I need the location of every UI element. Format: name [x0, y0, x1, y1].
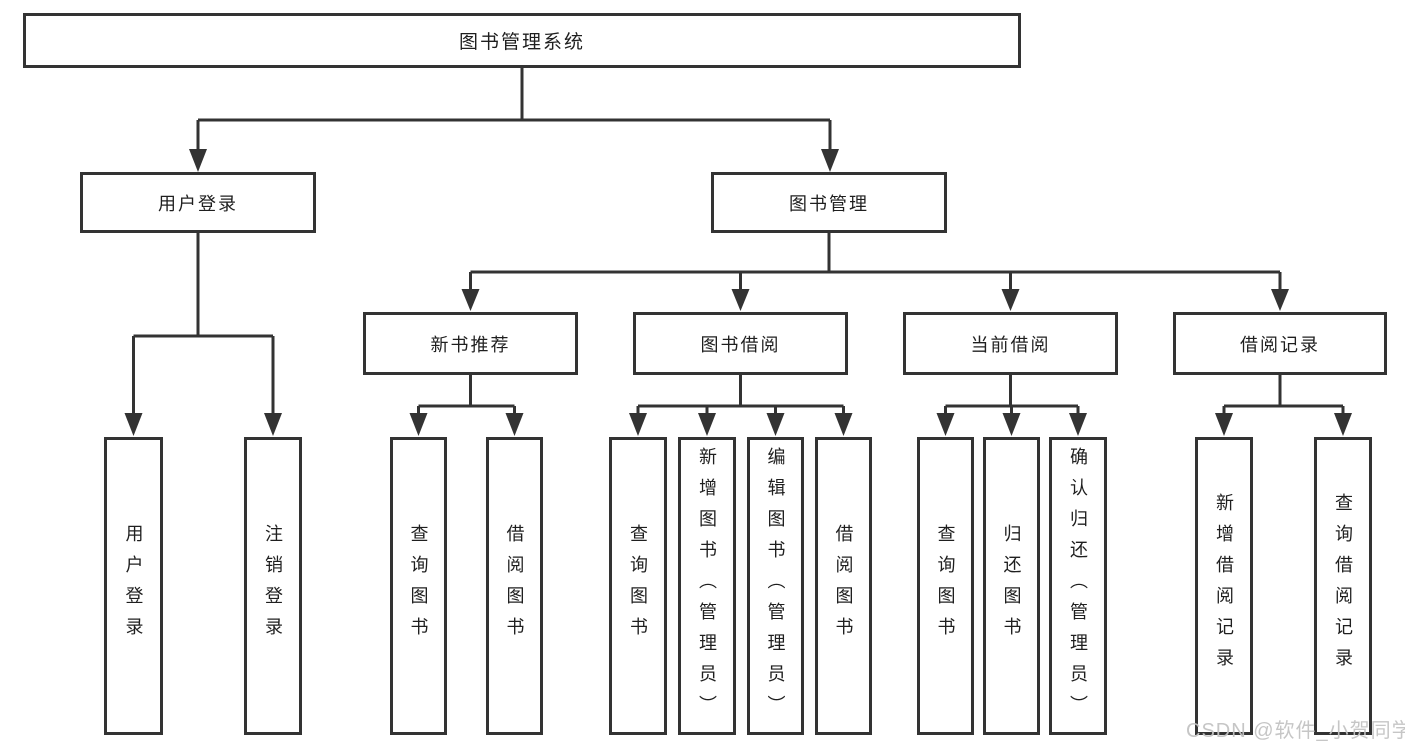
- node-new-book-recommend: 新书推荐: [363, 312, 578, 375]
- leaf-borrow-borrow-book: 借阅图书: [815, 437, 872, 735]
- node-current-borrow-label: 当前借阅: [970, 334, 1051, 355]
- leaf-newbook-query-book: 查询图书: [390, 437, 447, 735]
- leaf-add-book-admin: 新增图书（管理员）: [678, 437, 736, 735]
- leaf-logout-label: 注销登录: [263, 524, 283, 648]
- node-book-management-label: 图书管理: [789, 193, 869, 214]
- connector-bookborrow-to-leaves: [636, 375, 845, 416]
- node-root-label: 图书管理系统: [458, 32, 585, 53]
- connector-userlogin-to-leaves: [132, 233, 275, 416]
- connector-newbook-to-leaves: [417, 375, 516, 416]
- leaf-newbook-query-book-label: 查询图书: [408, 524, 429, 648]
- leaf-query-borrow-record: 查询借阅记录: [1314, 437, 1372, 735]
- node-root-system: 图书管理系统: [23, 13, 1021, 68]
- node-borrow-record: 借阅记录: [1173, 312, 1387, 375]
- leaf-borrow-query-book: 查询图书: [609, 437, 667, 735]
- leaf-borrow-query-book-label: 查询图书: [628, 524, 648, 648]
- leaf-add-borrow-record-label: 新增借阅记录: [1214, 493, 1234, 679]
- leaf-user-login-label: 用户登录: [123, 524, 144, 648]
- arrowheads: [124, 149, 1352, 436]
- leaf-return-book: 归还图书: [983, 437, 1040, 735]
- leaf-add-borrow-record: 新增借阅记录: [1195, 437, 1253, 735]
- connector-currentborrow-to-leaves: [944, 375, 1080, 416]
- node-book-borrow: 图书借阅: [633, 312, 848, 375]
- leaf-confirm-return-admin: 确认归还（管理员）: [1049, 437, 1107, 735]
- leaf-logout: 注销登录: [244, 437, 302, 735]
- leaf-newbook-borrow-book: 借阅图书: [486, 437, 543, 735]
- leaf-edit-book-admin-label: 编辑图书（管理员）: [765, 446, 786, 726]
- leaf-user-login: 用户登录: [104, 437, 163, 735]
- leaf-current-query-book: 查询图书: [917, 437, 974, 735]
- connector-borrowrecord-to-leaves: [1222, 375, 1345, 416]
- leaf-confirm-return-admin-label: 确认归还（管理员）: [1068, 446, 1088, 726]
- node-new-book-recommend-label: 新书推荐: [430, 334, 511, 355]
- leaf-return-book-label: 归还图书: [1001, 524, 1022, 648]
- node-book-borrow-label: 图书借阅: [700, 334, 781, 355]
- node-user-login: 用户登录: [80, 172, 316, 233]
- connector-root-to-level2: [196, 68, 832, 151]
- leaf-current-query-book-label: 查询图书: [935, 524, 956, 648]
- csdn-watermark: CSDN @软件_小贺同学: [1186, 720, 1405, 742]
- connector-bookmgmt-to-level3: [469, 233, 1282, 291]
- leaf-add-book-admin-label: 新增图书（管理员）: [697, 446, 717, 726]
- node-current-borrow: 当前借阅: [903, 312, 1118, 375]
- leaf-newbook-borrow-book-label: 借阅图书: [504, 524, 525, 648]
- leaf-query-borrow-record-label: 查询借阅记录: [1333, 493, 1353, 679]
- node-book-management: 图书管理: [711, 172, 947, 233]
- leaf-edit-book-admin: 编辑图书（管理员）: [747, 437, 804, 735]
- node-user-login-label: 用户登录: [158, 193, 238, 214]
- node-borrow-record-label: 借阅记录: [1240, 334, 1320, 355]
- leaf-borrow-borrow-book-label: 借阅图书: [833, 524, 854, 648]
